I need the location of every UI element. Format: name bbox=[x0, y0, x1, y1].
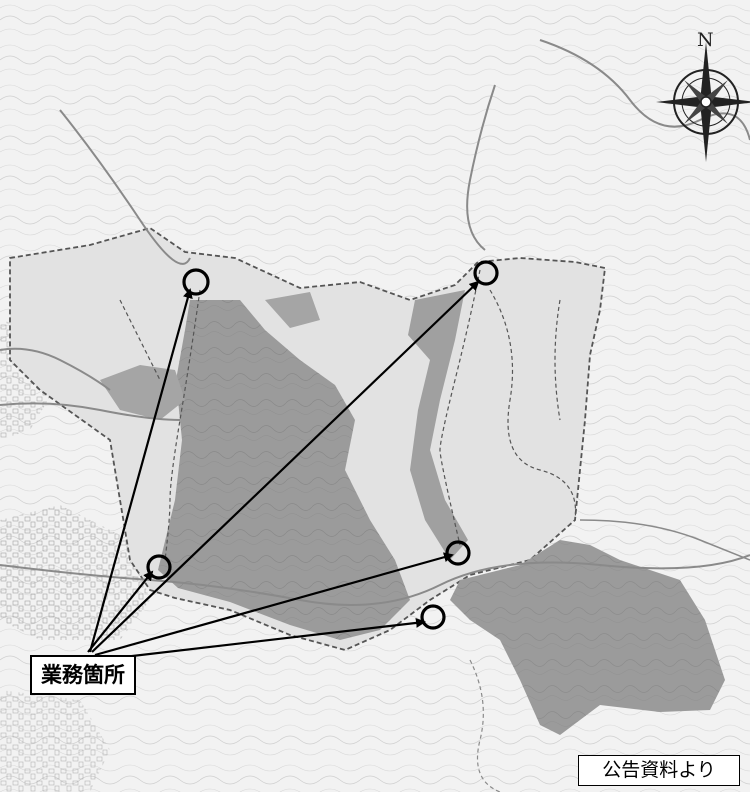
arrow-to-site-east bbox=[94, 552, 454, 657]
shaded-area-northwest bbox=[100, 365, 185, 420]
trails bbox=[119, 269, 577, 561]
roads bbox=[0, 39, 750, 792]
shaded-area-east-strip bbox=[408, 290, 468, 560]
location-circle-icon bbox=[146, 554, 172, 580]
location-circle-icon bbox=[445, 540, 471, 566]
arrows bbox=[87, 280, 480, 662]
source-label: 公告資料より bbox=[578, 755, 740, 786]
location-markers bbox=[146, 260, 499, 630]
location-circle-icon bbox=[473, 260, 499, 286]
location-circle-icon bbox=[182, 268, 210, 296]
callout-label: 業務箇所 bbox=[30, 655, 136, 695]
arrow-to-site-north-east bbox=[91, 280, 480, 653]
arrow-to-site-west bbox=[87, 570, 154, 653]
shaded-area-central-contours bbox=[158, 300, 410, 640]
arrow-to-site-south-east bbox=[97, 617, 426, 662]
shaded-area-southeast-contours bbox=[450, 540, 725, 735]
north-label: N bbox=[697, 29, 714, 51]
shaded-area-north bbox=[265, 292, 320, 328]
compass-rose-icon bbox=[656, 42, 750, 162]
urban-area-south-west bbox=[0, 690, 110, 792]
arrow-to-site-north-west bbox=[88, 288, 193, 653]
location-circle-icon bbox=[420, 604, 446, 630]
